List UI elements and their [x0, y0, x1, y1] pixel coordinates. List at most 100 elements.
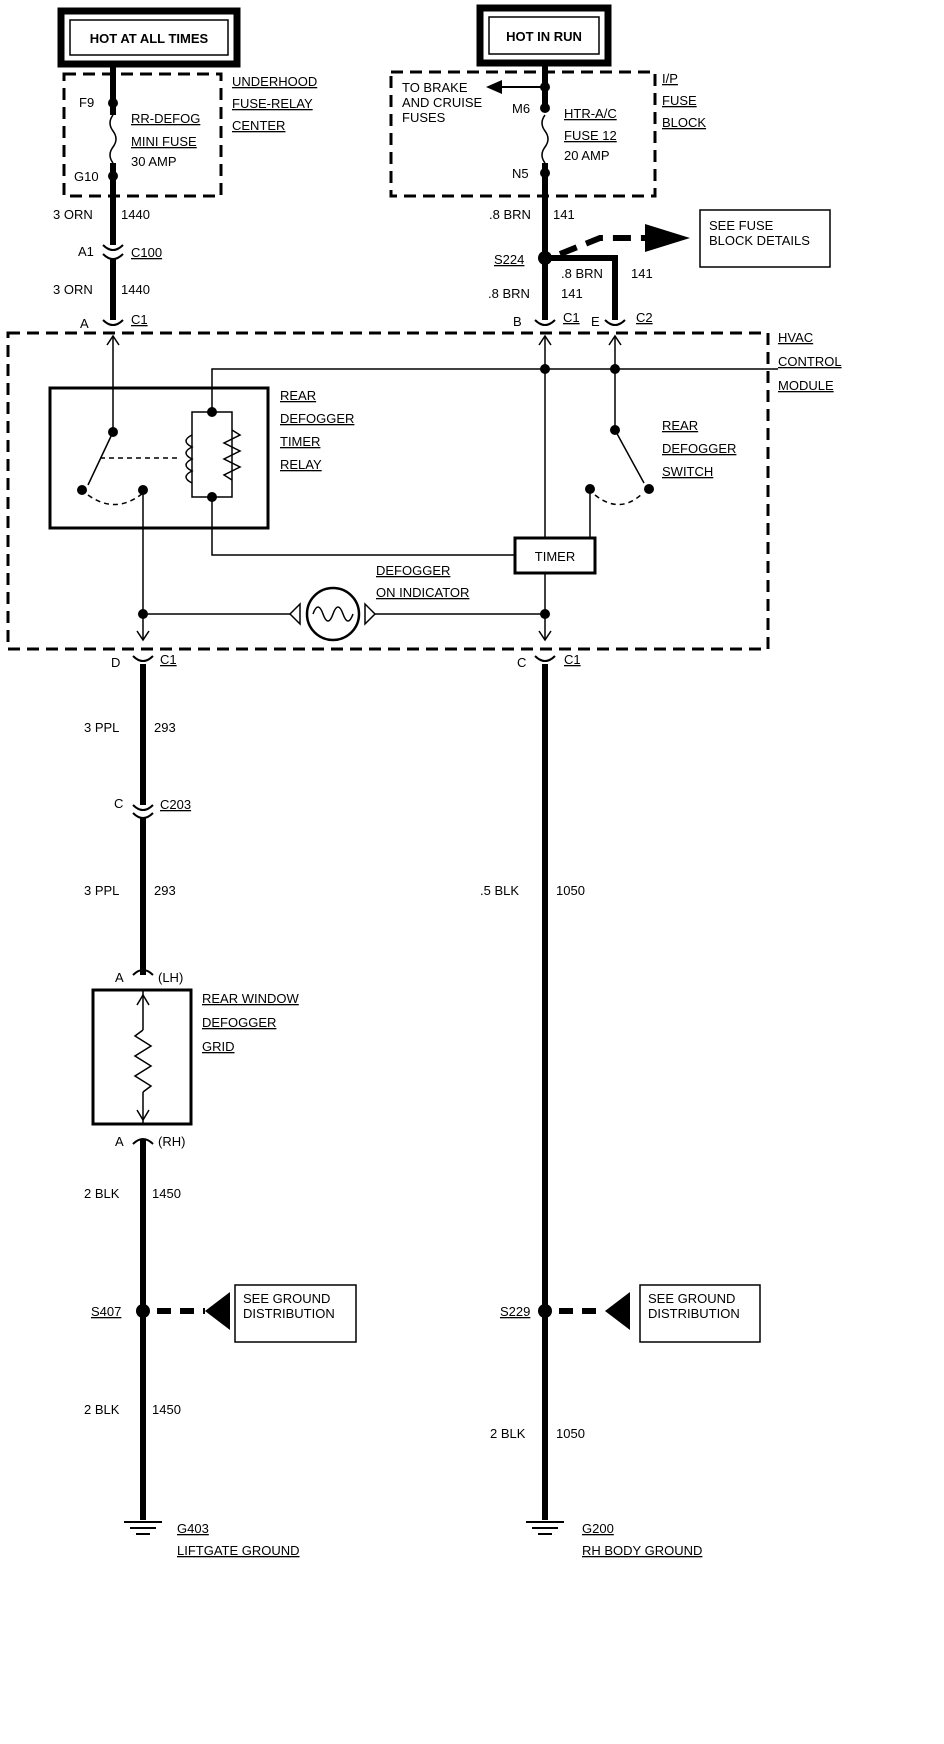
circuit-1440: 3 ORN 1440 A1 C100 3 ORN 1440 A C1: [53, 207, 162, 331]
wire-1050-size-a: .5 BLK: [480, 883, 519, 898]
see-ground-left-2: DISTRIBUTION: [243, 1306, 335, 1321]
relay-label-1: REAR: [280, 388, 316, 403]
circuit-141: .8 BRN 141 S224 SEE FUSE BLOCK DETAILS .…: [488, 207, 831, 329]
hvac-label-3: MODULE: [778, 378, 834, 393]
wire-1440-size-a: 3 ORN: [53, 207, 93, 222]
switch-label-1: REAR: [662, 418, 698, 433]
see-ground-left-1: SEE GROUND: [243, 1291, 330, 1306]
rr-defog-fuse-label-2: MINI FUSE: [131, 134, 197, 149]
wire-293-circuit-a: 293: [154, 720, 176, 735]
splice-s229-dot: [538, 1304, 552, 1318]
htr-ac-fuse-label-2: FUSE 12: [564, 128, 617, 143]
htr-ac-fuse-label-1: HTR-A/C: [564, 106, 617, 121]
c100-pin: A1: [78, 244, 94, 259]
ground-symbol-icon: [124, 1521, 162, 1535]
indicator-label-2: ON INDICATOR: [376, 585, 469, 600]
wire-293-size-b: 3 PPL: [84, 883, 119, 898]
wire-141-circuit-b: 141: [631, 266, 653, 281]
ground-g200: G200: [582, 1521, 614, 1536]
splice-s407-label: S407: [91, 1304, 121, 1319]
brake-cruise-text-1: TO BRAKE: [402, 80, 468, 95]
see-ground-right-1: SEE GROUND: [648, 1291, 735, 1306]
c1-a-pin: A: [80, 316, 89, 331]
grid-label-1: REAR WINDOW: [202, 991, 300, 1006]
hvac-label-1: HVAC: [778, 330, 813, 345]
ground-symbol-icon: [526, 1521, 564, 1535]
wire-141-size-b: .8 BRN: [561, 266, 603, 281]
c1-d-pin: D: [111, 655, 120, 670]
wire-1050-circuit-a: 1050: [556, 883, 585, 898]
hot-at-all-times-box: HOT AT ALL TIMES: [57, 7, 241, 68]
underhood-label-3: CENTER: [232, 118, 285, 133]
ip-fuse-block: I/P FUSE BLOCK TO BRAKE AND CRUISE FUSES…: [389, 63, 706, 320]
ground-distribution-arrow-left: [205, 1292, 230, 1330]
see-ground-right-box: [639, 1284, 761, 1343]
wire-141-size-c: .8 BRN: [488, 286, 530, 301]
switch-label-3: SWITCH: [662, 464, 713, 479]
see-fuse-block-text-2: BLOCK DETAILS: [709, 233, 810, 248]
wire-1450-size-a: 2 BLK: [84, 1186, 120, 1201]
relay-label-3: TIMER: [280, 434, 320, 449]
underhood-pin-g10: G10: [74, 169, 99, 184]
relay-label-4: RELAY: [280, 457, 322, 472]
hot-in-run-label: HOT IN RUN: [506, 29, 582, 44]
brake-cruise-text-3: FUSES: [402, 110, 446, 125]
ground-g403: G403: [177, 1521, 209, 1536]
hot-in-run-box: HOT IN RUN: [476, 4, 612, 67]
htr-ac-fuse-label-3: 20 AMP: [564, 148, 610, 163]
ip-pin-m6: M6: [512, 101, 530, 116]
grid-label-3: GRID: [202, 1039, 235, 1054]
c1-d-label: C1: [160, 652, 177, 667]
relay-label-2: DEFOGGER: [280, 411, 354, 426]
c2-e-pin: E: [591, 314, 600, 329]
c100-label: C100: [131, 245, 162, 260]
circuit-1050: C C1 .5 BLK 1050 S229 SEE GROUND DISTRIB…: [480, 652, 761, 1558]
splice-s407-dot: [136, 1304, 150, 1318]
wire-1450-size-b: 2 BLK: [84, 1402, 120, 1417]
c1-c-label: C1: [564, 652, 581, 667]
wire-1050-circuit-b: 1050: [556, 1426, 585, 1441]
underhood-fuse-relay-center: UNDERHOOD FUSE-RELAY CENTER F9 G10 RR-DE…: [62, 64, 317, 245]
ip-label-1: I/P: [662, 71, 678, 86]
wire-293-circuit-b: 293: [154, 883, 176, 898]
splice-s224-label: S224: [494, 252, 524, 267]
see-ground-right-2: DISTRIBUTION: [648, 1306, 740, 1321]
wire-293-size-a: 3 PPL: [84, 720, 119, 735]
see-fuse-block-text-1: SEE FUSE: [709, 218, 774, 233]
indicator-label-1: DEFOGGER: [376, 563, 450, 578]
grid-label-2: DEFOGGER: [202, 1015, 276, 1030]
hvac-label-2: CONTROL: [778, 354, 842, 369]
timer-box: [513, 536, 597, 575]
rr-defog-fuse-label-1: RR-DEFOG: [131, 111, 200, 126]
ip-pin-n5: N5: [512, 166, 529, 181]
ground-g200-label: RH BODY GROUND: [582, 1543, 702, 1558]
rear-window-defogger-grid: REAR WINDOW DEFOGGER GRID: [91, 988, 300, 1126]
c203-label: C203: [160, 797, 191, 812]
switch-label-2: DEFOGGER: [662, 441, 736, 456]
wire-1440-circuit-a: 1440: [121, 207, 150, 222]
ground-g403-label: LIFTGATE GROUND: [177, 1543, 300, 1558]
see-fuse-block-box: [699, 209, 831, 268]
wire-141-circuit-a: 141: [553, 207, 575, 222]
wire-1450-circuit-a: 1450: [152, 1186, 181, 1201]
grid-lh-label: (LH): [158, 970, 183, 985]
defogger-on-indicator-icon: [289, 586, 376, 642]
rear-defogger-timer-relay: [48, 386, 270, 530]
c203-pin: C: [114, 796, 123, 811]
hvac-control-module: HVAC CONTROL MODULE REAR DEFOGGER TIMER …: [6, 330, 842, 651]
wire-1050-size-b: 2 BLK: [490, 1426, 526, 1441]
wire-141-size-a: .8 BRN: [489, 207, 531, 222]
timer-label: TIMER: [535, 549, 575, 564]
underhood-pin-f9: F9: [79, 95, 94, 110]
underhood-label-2: FUSE-RELAY: [232, 96, 313, 111]
ip-label-3: BLOCK: [662, 115, 706, 130]
brake-cruise-text-2: AND CRUISE: [402, 95, 483, 110]
see-ground-left-box: [234, 1284, 357, 1343]
c1-b-label: C1: [563, 310, 580, 325]
circuit-293: D C1 3 PPL 293 C C203 3 PPL 293 A (LH): [84, 652, 191, 985]
grid-rh-label: (RH): [158, 1134, 185, 1149]
hot-at-all-times-label: HOT AT ALL TIMES: [90, 31, 209, 46]
c1-c-pin: C: [517, 655, 526, 670]
c1-b-pin: B: [513, 314, 522, 329]
wire-1440-size-b: 3 ORN: [53, 282, 93, 297]
